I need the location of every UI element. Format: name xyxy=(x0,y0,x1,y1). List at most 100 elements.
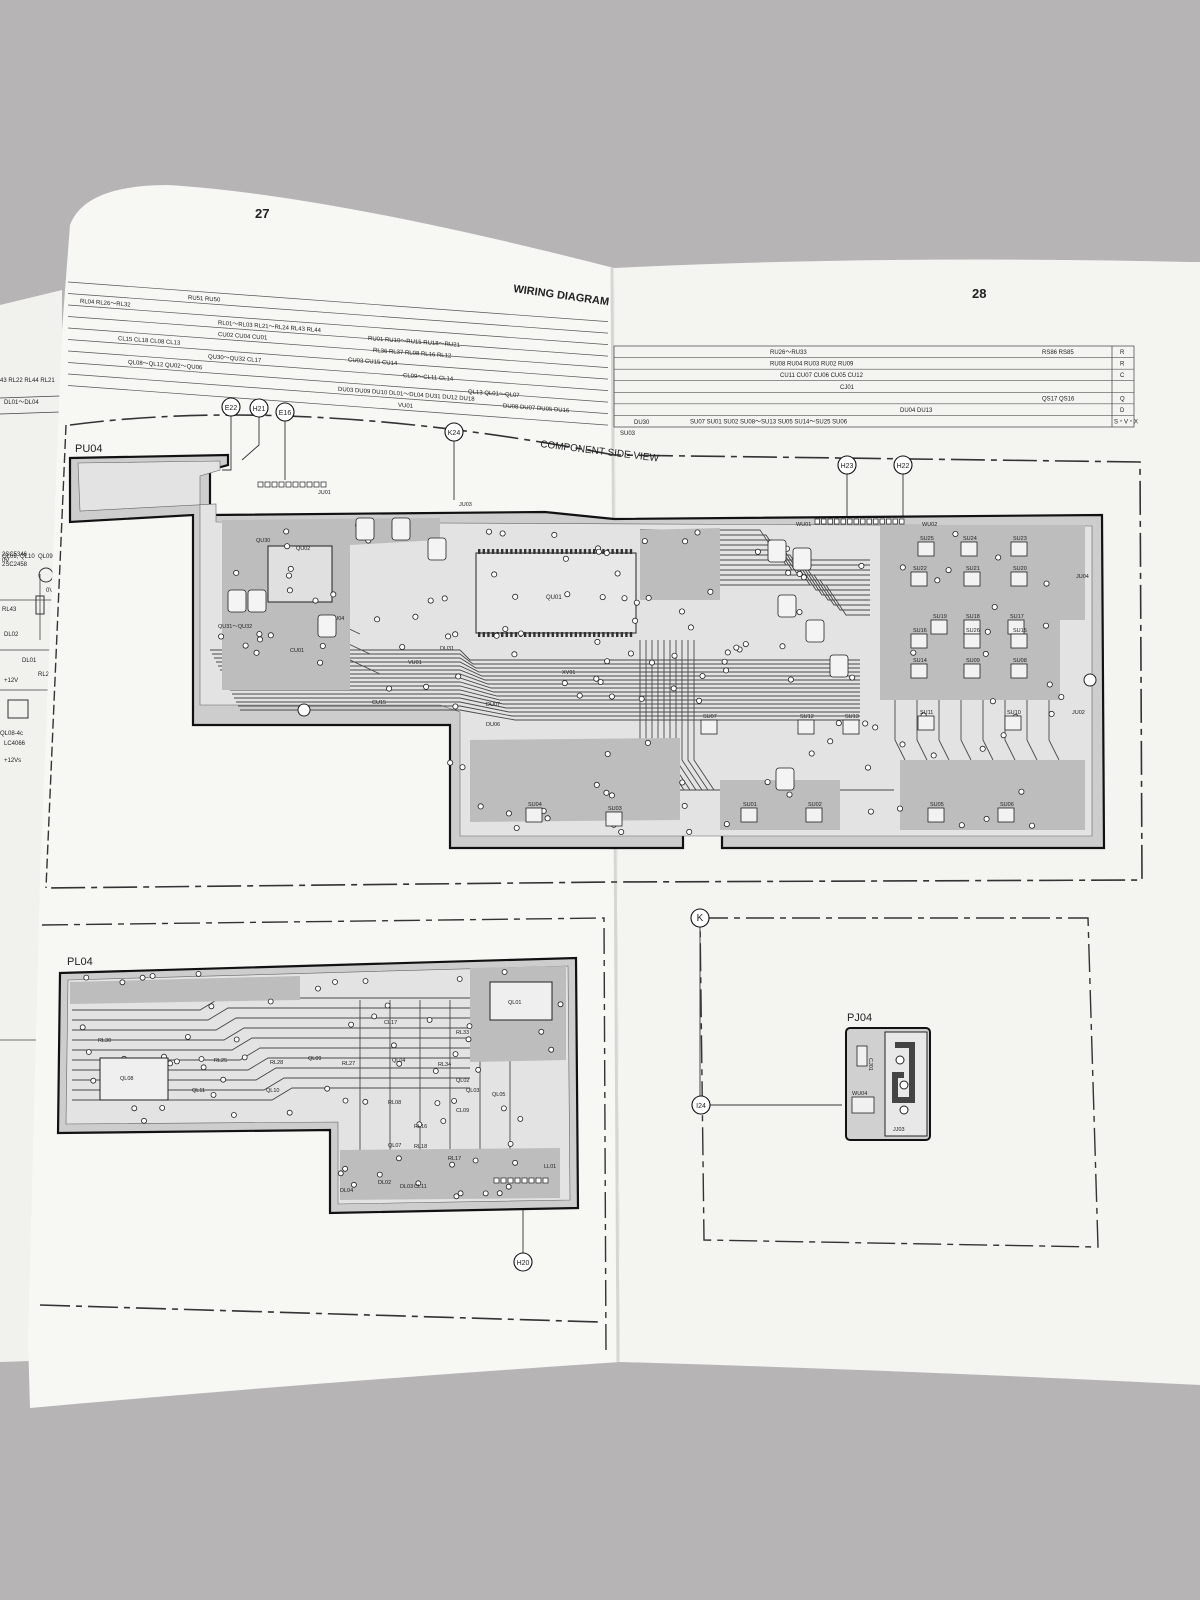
solder-pad xyxy=(513,825,520,832)
solder-pad xyxy=(512,1159,518,1166)
left-page-fragment: QL08-4c xyxy=(0,731,23,737)
connector-marker-i24 xyxy=(691,1095,711,1115)
solder-pad xyxy=(1029,822,1036,829)
connector-marker-k xyxy=(690,908,710,928)
part-label-su13: SU13 xyxy=(845,714,859,720)
component-body xyxy=(227,589,247,613)
ic-pin xyxy=(602,632,605,637)
connector-marker-k24 xyxy=(444,422,464,442)
solder-pad xyxy=(456,976,463,982)
ic-pin xyxy=(629,549,633,554)
ic-pin xyxy=(528,549,531,554)
left-page-fragment: 0V xyxy=(2,558,9,564)
solder-pad xyxy=(427,597,434,604)
solder-pad xyxy=(671,652,678,659)
solder-pad xyxy=(79,1024,86,1031)
solder-pad xyxy=(796,571,803,578)
pl04-board-inner xyxy=(65,965,571,1205)
header-pin xyxy=(500,1177,507,1184)
solder-pad xyxy=(1043,622,1050,629)
pu04-pads xyxy=(218,481,1065,836)
trace xyxy=(640,574,870,606)
solder-pad xyxy=(371,1013,378,1020)
ic-pin xyxy=(478,632,481,637)
ic-pin xyxy=(611,549,614,554)
solder-pad xyxy=(682,538,689,545)
part-label-cu01: CU01 xyxy=(290,648,304,654)
solder-pad xyxy=(679,779,686,786)
part-label-qu02: QU02 xyxy=(296,546,310,552)
index-rule xyxy=(68,350,608,392)
part-label-rl30: RL30 xyxy=(98,1038,111,1044)
solder-pad xyxy=(603,789,610,796)
header-pin xyxy=(285,481,292,488)
trace xyxy=(232,693,860,705)
ic-pin xyxy=(560,632,564,637)
solder-pad xyxy=(317,659,324,666)
solder-pad xyxy=(858,562,865,569)
ic-pin xyxy=(565,632,568,637)
part-label-ql09: QL09 xyxy=(308,1056,321,1062)
switch-body xyxy=(1010,663,1028,679)
right-index-label: SU07 SU01 SU02 SU08～SU13 SU05 SU14～SU25 … xyxy=(690,420,848,426)
ic-pin xyxy=(556,632,559,637)
header-pin xyxy=(514,1177,521,1184)
header-pin xyxy=(507,1177,514,1184)
component-body xyxy=(247,589,267,613)
solder-pad xyxy=(872,724,879,731)
part-label-su17: SU17 xyxy=(1010,614,1024,620)
ic-pin xyxy=(629,632,633,637)
header-pin xyxy=(821,518,827,525)
index-rule xyxy=(68,293,608,334)
part-label-su24: SU24 xyxy=(963,536,977,542)
solder-pad xyxy=(285,572,292,579)
connector-marker-h21 xyxy=(249,398,269,418)
solder-pad xyxy=(638,695,645,702)
ic-pin xyxy=(583,632,587,637)
switch-body xyxy=(917,715,935,731)
solder-pad xyxy=(576,692,583,699)
ic-pin xyxy=(620,632,623,637)
solder-pad xyxy=(983,815,990,822)
switch-body xyxy=(797,719,815,735)
ic-pin xyxy=(602,549,605,554)
header-pin xyxy=(257,481,264,488)
connector-marker-label: I24 xyxy=(696,1103,706,1110)
component-body xyxy=(829,654,849,678)
header-pin xyxy=(860,518,866,525)
part-label-su15: SU15 xyxy=(1013,628,1027,634)
trace xyxy=(640,584,870,616)
ic-qu01 xyxy=(475,552,637,634)
part-label-ql01: QL01 xyxy=(508,1000,521,1006)
solder-pad xyxy=(208,1003,215,1010)
left-page-fragment: 2SC2458 xyxy=(2,562,28,568)
trace xyxy=(234,697,860,709)
header-pin xyxy=(886,518,892,525)
solder-pad xyxy=(1018,788,1025,795)
index-rule xyxy=(68,373,608,415)
solder-pad xyxy=(256,636,263,643)
solder-pad xyxy=(699,673,706,680)
solder-pad xyxy=(608,693,615,700)
solder-pad xyxy=(286,1109,293,1116)
solder-pad xyxy=(538,1028,545,1035)
solder-pad xyxy=(330,591,337,598)
solder-pad xyxy=(644,739,651,746)
right-index-code: C xyxy=(1120,373,1125,379)
solder-pad xyxy=(899,741,906,748)
ic-qu02 xyxy=(267,545,333,603)
component-body xyxy=(391,517,411,541)
solder-pad xyxy=(332,979,338,985)
ic-pin xyxy=(478,549,481,554)
solder-pad xyxy=(412,613,419,620)
solder-pad xyxy=(348,1021,355,1028)
solder-pad xyxy=(482,1190,489,1197)
solder-pad xyxy=(286,587,293,594)
switch-body xyxy=(963,571,981,587)
connector-marker-label: K24 xyxy=(448,430,461,437)
switch-body xyxy=(910,571,928,587)
solder-pad xyxy=(632,617,639,624)
header-pin xyxy=(535,1177,542,1184)
switch-body xyxy=(740,807,758,823)
